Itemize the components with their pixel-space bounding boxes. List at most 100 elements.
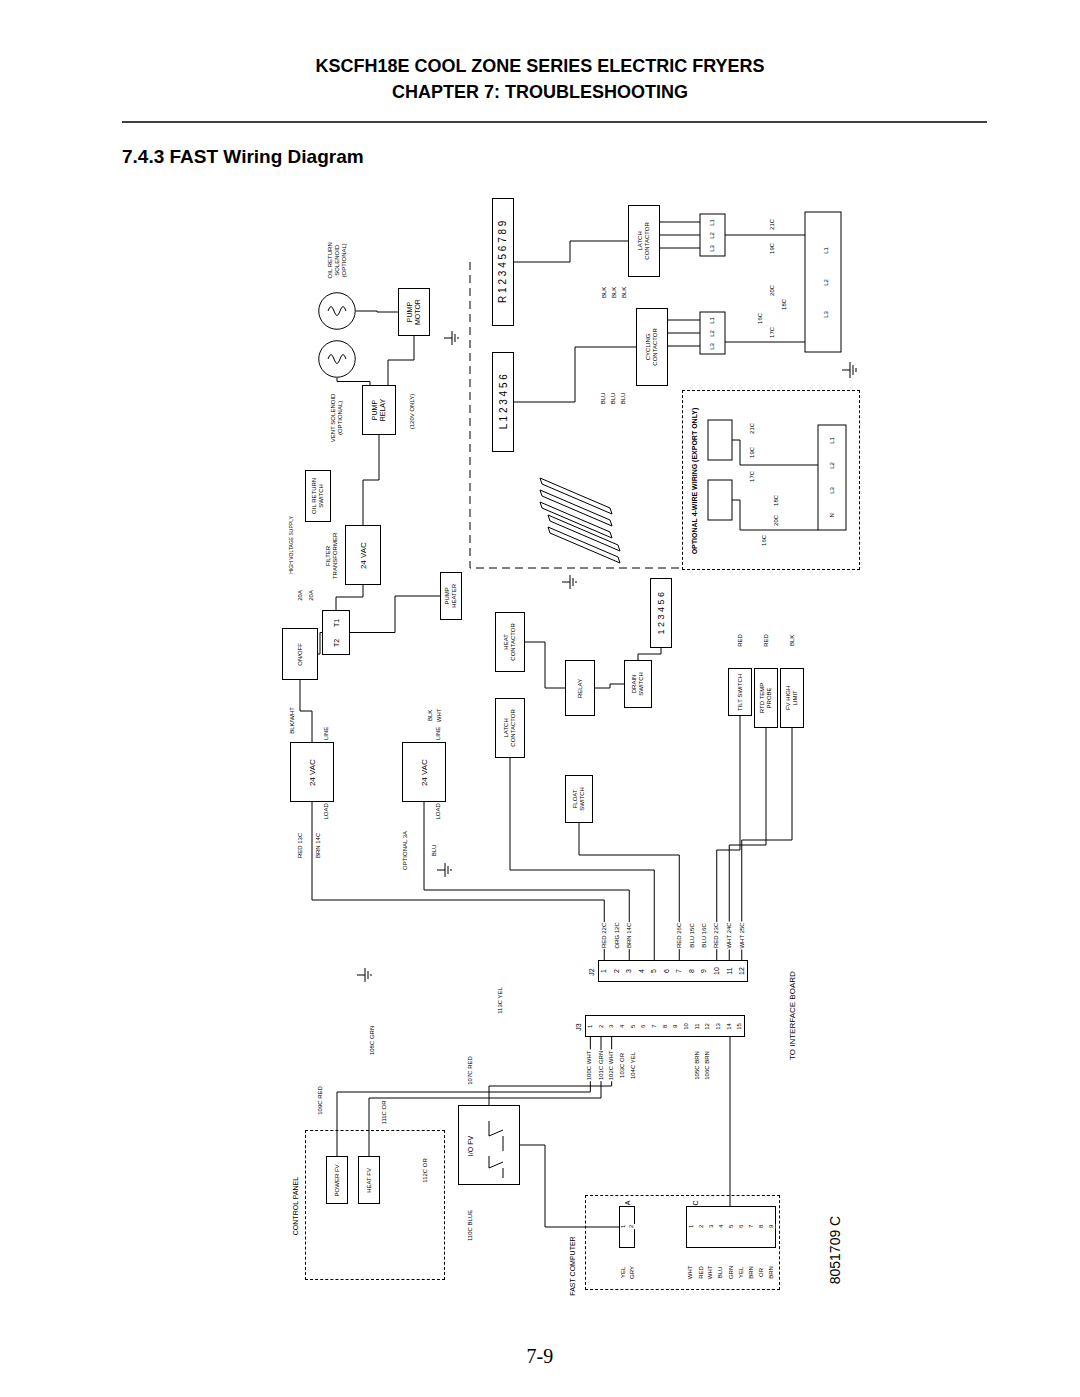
wire-label: 1 xyxy=(620,1223,627,1228)
wire-label: 18C xyxy=(781,297,788,310)
wire-connector xyxy=(730,1037,731,1206)
wire-label: WHT 25C xyxy=(738,921,745,949)
wire-label: 109C RED xyxy=(316,1085,323,1116)
wire-label: BLU xyxy=(717,1265,724,1279)
wire-label: 13 xyxy=(715,1022,722,1031)
contactor-box: LATCH CONTACTOR xyxy=(495,698,525,758)
wire-label: 110C BLUE xyxy=(467,1208,474,1241)
node-label: L 1 2 3 4 5 6 xyxy=(497,374,509,429)
node-label: OIL RETURN SWITCH xyxy=(311,474,325,518)
indicator-box: HEAT FV xyxy=(358,1156,380,1204)
node-label: RTD TEMP PROBE xyxy=(759,678,773,718)
transformer-box: 24 VAC xyxy=(402,742,446,802)
coil-symbol xyxy=(318,292,356,330)
node-label: LATCH CONTACTOR xyxy=(637,221,651,261)
coil-outline xyxy=(319,341,355,377)
wire-label: 4 xyxy=(638,968,646,974)
wire-connector xyxy=(742,728,792,960)
wire-label: 20C xyxy=(773,513,780,526)
wire-label: OR xyxy=(758,1266,765,1277)
wire-label: BRN xyxy=(747,1265,754,1280)
wire-connector xyxy=(388,336,414,385)
wire-label: 21C xyxy=(749,421,756,434)
ground-symbol xyxy=(437,863,451,877)
wire-label: WHT xyxy=(707,1264,714,1280)
wire-label: BLK xyxy=(621,285,628,298)
wire-connector xyxy=(514,241,628,262)
wire-label: BLK/WHT xyxy=(288,706,295,735)
node-label: FAST COMPUTER xyxy=(568,1236,576,1295)
wire-label: 16C xyxy=(757,311,764,324)
wire-label: CHAPTER 7: TROUBLESHOOTING xyxy=(391,82,689,103)
node-label: PUMP HEATER xyxy=(444,576,458,616)
power-terminal xyxy=(805,212,841,352)
limit-box: FV HIGH LIMIT xyxy=(780,668,804,728)
wire-label: 108C GRN xyxy=(369,1024,376,1055)
wire-connector xyxy=(424,802,629,960)
switch-box: DRAIN SWITCH xyxy=(624,660,652,708)
node-label: T1 xyxy=(333,619,341,627)
wire-connector xyxy=(510,758,654,960)
wire-label: LOAD xyxy=(323,802,330,820)
coil-outline xyxy=(319,293,355,329)
wire-label: 3 xyxy=(625,968,633,974)
wire-label: 20A xyxy=(307,589,314,602)
wire-label: 112C OR xyxy=(421,1157,428,1184)
transformer-box: 24 VACFILTER TRANSFORMER xyxy=(345,525,381,585)
wire-label: 10 xyxy=(713,966,721,976)
solenoid-coil: OIL RETURN SOLENOID (OPTIONAL) xyxy=(318,292,356,330)
wire-label: BRN xyxy=(767,1265,774,1280)
wire-label: L3 xyxy=(708,244,715,253)
switch-box: I/O FV xyxy=(458,1105,520,1185)
coil-winding xyxy=(328,307,346,316)
wire-label: 5 xyxy=(650,968,658,974)
wire-label: RED 13C xyxy=(297,831,304,858)
probe-box: RTD TEMP PROBE xyxy=(754,668,778,728)
wire-label: 18C xyxy=(773,493,780,506)
wire-label: 105C BRN xyxy=(693,1050,700,1081)
transformer-box: 24 VAC xyxy=(290,742,334,802)
wire-label: GRY xyxy=(629,1264,636,1279)
wire-label: RED 22C xyxy=(601,921,608,948)
node-label: HEAT CONTACTOR xyxy=(503,620,517,664)
wire-label: 9 xyxy=(768,1223,775,1228)
wire-label: L3 xyxy=(828,486,835,495)
wire-connector xyxy=(337,378,370,385)
wire-label: 11 xyxy=(694,1022,701,1030)
wire-label: RED 26C xyxy=(676,921,683,948)
relay-box: PUMP RELAY(120V ONLY) xyxy=(362,385,396,435)
wire-label: 9 xyxy=(672,1023,679,1028)
contactor-box: HEAT CONTACTOR xyxy=(495,612,525,672)
wire-label: 8 xyxy=(662,1023,669,1028)
wire-label: 12 xyxy=(738,966,746,976)
wire-label: 6 xyxy=(663,968,671,974)
wire-label: L2 xyxy=(828,461,835,470)
wire-label: BLK xyxy=(601,285,608,298)
switch-contacts xyxy=(489,1121,503,1178)
wire xyxy=(732,440,818,530)
wire-label: 19C xyxy=(749,445,756,458)
wire-label: TO INTERFACE BOARD xyxy=(787,970,796,1061)
switch-box: OIL RETURN SWITCH xyxy=(305,470,331,522)
wire-label: 3 xyxy=(708,1223,715,1228)
wire-connector xyxy=(300,680,312,742)
wire-label: 3 xyxy=(608,1023,615,1028)
wire-label: 4 xyxy=(619,1023,626,1028)
wire-connector xyxy=(350,596,440,633)
ground-symbol xyxy=(357,968,371,982)
wire-label: 7 xyxy=(651,1023,658,1028)
wire-label: 101C GRN xyxy=(598,1049,605,1080)
wire-label: BLU xyxy=(610,391,617,405)
node-label: 24 VAC xyxy=(358,542,367,569)
wire-label: 17C xyxy=(769,325,776,338)
fuse-block xyxy=(708,420,732,460)
node-label: DRAIN SWITCH xyxy=(631,664,645,704)
wire-label: 16C xyxy=(761,533,768,546)
wire-label: 8 xyxy=(688,968,696,974)
wire xyxy=(668,320,700,346)
wire-label: KSCFH18E COOL ZONE SERIES ELECTRIC FRYER… xyxy=(315,56,766,77)
node-label: CYCLING CONTACTOR xyxy=(645,325,659,369)
node-label: 24 VAC xyxy=(307,759,316,786)
node-label: R 1 2 3 4 5 6 7 8 9 xyxy=(497,221,509,303)
